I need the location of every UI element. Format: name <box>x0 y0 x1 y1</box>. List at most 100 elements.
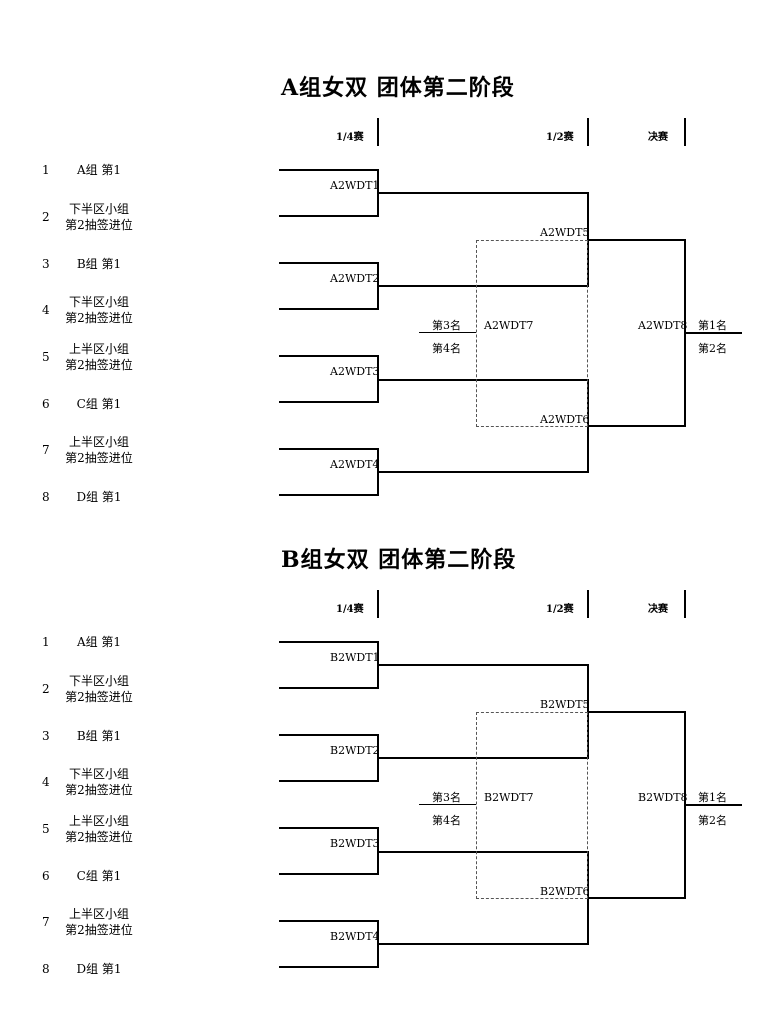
header-divider <box>684 590 686 618</box>
match-code: B2WDT6 <box>540 885 590 898</box>
match-code: B2WDT5 <box>540 698 590 711</box>
match-code: A2WDT5 <box>540 226 590 239</box>
bracket-line <box>279 262 379 264</box>
entry-line1: C组 第1 <box>76 869 122 883</box>
entry-number: 2 <box>42 682 50 696</box>
place-label: 第4名 <box>432 342 461 355</box>
bracket-line <box>378 192 589 194</box>
entry-number: 5 <box>42 350 50 364</box>
place-label: 第3名 <box>432 791 461 804</box>
match-code: A2WDT4 <box>330 458 380 471</box>
bracket-line <box>279 920 379 922</box>
entry-name: B组 第1 <box>62 728 136 744</box>
match-code: A2WDT7 <box>484 319 534 332</box>
entry-line1: 上半区小组 <box>68 907 129 921</box>
match-code: A2WDT2 <box>330 272 380 285</box>
bracket-line <box>378 285 589 287</box>
header-divider <box>377 118 379 146</box>
header-divider <box>684 118 686 146</box>
bracket-line <box>279 215 379 217</box>
entry-line1: A组 第1 <box>76 635 122 649</box>
entry-number: 1 <box>42 163 50 177</box>
entry-name: 下半区小组第2抽签进位 <box>62 673 136 705</box>
match-code: B2WDT3 <box>330 837 380 850</box>
header-final: 决赛 <box>648 132 668 143</box>
entry-line1: 上半区小组 <box>68 435 129 449</box>
entry-name: C组 第1 <box>62 868 136 884</box>
entry-number: 1 <box>42 635 50 649</box>
bracket-line <box>685 332 742 334</box>
bracket-line <box>378 379 589 381</box>
entry-number: 2 <box>42 210 50 224</box>
header-semifinal: 1/2赛 <box>546 604 574 615</box>
bracket-line <box>279 966 379 968</box>
entry-number: 4 <box>42 303 50 317</box>
entry-name: 上半区小组第2抽签进位 <box>62 341 136 373</box>
bracket-line <box>588 711 686 713</box>
match-code: B2WDT2 <box>330 744 380 757</box>
header-divider <box>377 590 379 618</box>
entry-line1: 下半区小组 <box>68 767 129 781</box>
third-place-bracket <box>476 240 588 427</box>
entry-line2: 第2抽签进位 <box>65 830 133 844</box>
entry-line1: B组 第1 <box>76 729 122 743</box>
bracket-line <box>378 851 589 853</box>
bracket-line <box>279 169 379 171</box>
bracket-line <box>279 687 379 689</box>
bracket-title: A组女双 团体第二阶段 <box>281 75 515 101</box>
match-code: A2WDT3 <box>330 365 380 378</box>
entry-line1: 下半区小组 <box>68 674 129 688</box>
bracket-line <box>279 308 379 310</box>
entry-name: 下半区小组第2抽签进位 <box>62 201 136 233</box>
place-label: 第4名 <box>432 814 461 827</box>
entry-name: D组 第1 <box>62 961 136 977</box>
match-code: B2WDT7 <box>484 791 534 804</box>
entry-line2: 第2抽签进位 <box>65 783 133 797</box>
bracket-line <box>588 239 686 241</box>
entry-number: 3 <box>42 257 50 271</box>
bracket-line <box>378 757 589 759</box>
bracket-line <box>378 943 589 945</box>
header-quarterfinal: 1/4赛 <box>336 604 364 615</box>
bracket-line <box>685 804 742 806</box>
entry-line1: B组 第1 <box>76 257 122 271</box>
place-label: 第3名 <box>432 319 461 332</box>
entry-number: 8 <box>42 490 50 504</box>
place-label: 第2名 <box>698 814 727 827</box>
match-code: A2WDT1 <box>330 179 380 192</box>
entry-line1: A组 第1 <box>76 163 122 177</box>
entry-line2: 第2抽签进位 <box>65 311 133 325</box>
entry-line1: D组 第1 <box>76 490 122 504</box>
bracket-line <box>279 401 379 403</box>
entry-name: 下半区小组第2抽签进位 <box>62 294 136 326</box>
entry-line1: 上半区小组 <box>68 342 129 356</box>
bracket-line <box>419 804 476 805</box>
bracket-title: B组女双 团体第二阶段 <box>281 547 517 573</box>
entry-number: 4 <box>42 775 50 789</box>
entry-number: 6 <box>42 397 50 411</box>
bracket-line <box>588 425 686 427</box>
bracket-b: B组女双 团体第二阶段 1/4赛 1/2赛 决赛 1 A组 第1 2 下半区小组… <box>0 472 771 976</box>
entry-number: 7 <box>42 915 50 929</box>
entry-name: B组 第1 <box>62 256 136 272</box>
bracket-line <box>279 494 379 496</box>
entry-name: 上半区小组第2抽签进位 <box>62 813 136 845</box>
third-place-bracket <box>476 712 588 899</box>
bracket-line <box>279 355 379 357</box>
place-label: 第1名 <box>698 319 727 332</box>
match-code: A2WDT8 <box>638 319 688 332</box>
match-code: B2WDT8 <box>638 791 688 804</box>
entry-number: 5 <box>42 822 50 836</box>
entry-line1: C组 第1 <box>76 397 122 411</box>
place-label: 第1名 <box>698 791 727 804</box>
entry-line1: D组 第1 <box>76 962 122 976</box>
entry-line2: 第2抽签进位 <box>65 923 133 937</box>
header-divider <box>587 590 589 618</box>
entry-line1: 上半区小组 <box>68 814 129 828</box>
entry-line2: 第2抽签进位 <box>65 218 133 232</box>
entry-name: C组 第1 <box>62 396 136 412</box>
entry-name: 下半区小组第2抽签进位 <box>62 766 136 798</box>
match-code: B2WDT4 <box>330 930 380 943</box>
entry-line2: 第2抽签进位 <box>65 690 133 704</box>
entry-name: A组 第1 <box>62 162 136 178</box>
